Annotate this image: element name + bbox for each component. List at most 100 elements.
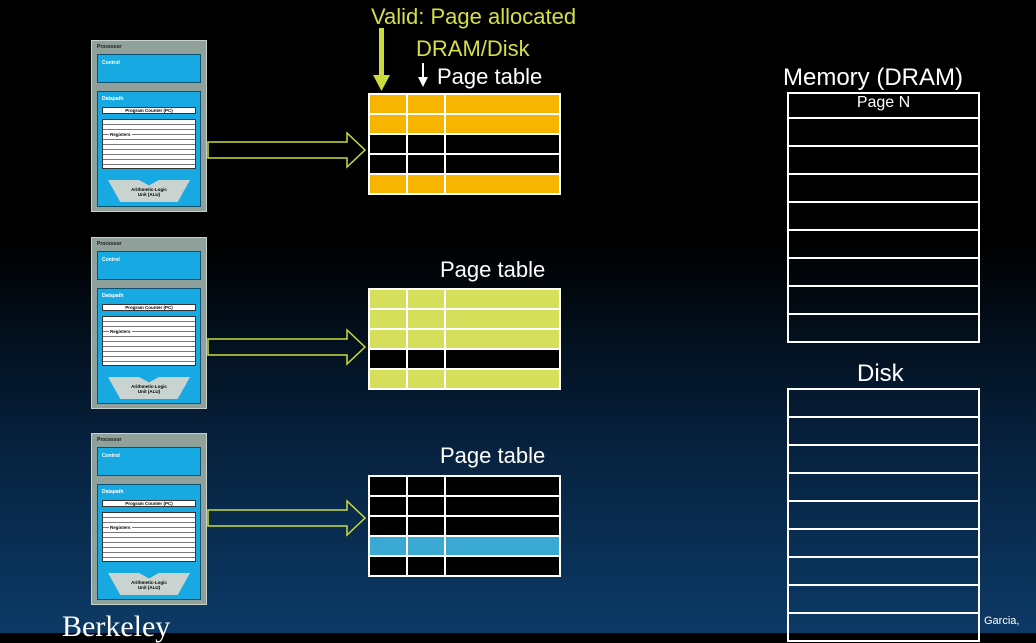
control-label: Control	[102, 60, 120, 66]
page-table-cell	[406, 555, 446, 577]
alu-shape	[108, 377, 190, 399]
page-table-entry	[368, 555, 561, 577]
page-table-cell	[406, 348, 446, 370]
memory-row: Page N	[787, 92, 980, 119]
processor-block: Processor Control Datapath Program Count…	[91, 237, 207, 409]
page-table-cell	[444, 515, 561, 537]
page-table-entry	[368, 93, 561, 115]
processor-title: Processor	[97, 44, 122, 50]
page-table-entry	[368, 368, 561, 390]
page-table-cell	[368, 535, 408, 557]
page-table-cell	[406, 133, 446, 155]
page-table-entry	[368, 133, 561, 155]
alu-shape	[108, 180, 190, 202]
page-table-cell	[444, 535, 561, 557]
processor-block: Processor Control Datapath Program Count…	[91, 40, 207, 212]
disk-table	[787, 388, 980, 642]
page-table-cell	[368, 495, 408, 517]
page-table-cell	[444, 173, 561, 195]
program-counter-box: Program Counter (PC)	[102, 500, 196, 507]
control-label: Control	[102, 453, 120, 459]
page-table-cell	[368, 113, 408, 135]
page-table-cell	[444, 308, 561, 330]
page-table-cell	[368, 308, 408, 330]
registers-label: Registers	[109, 132, 132, 137]
page-table-entry	[368, 288, 561, 310]
page-table-entry	[368, 515, 561, 537]
page-table-cell	[444, 368, 561, 390]
datapath-label: Datapath	[102, 489, 124, 495]
memory-row	[787, 313, 980, 343]
page-table-cell	[368, 93, 408, 115]
disk-row	[787, 444, 980, 474]
processor-to-table-arrow-icon	[207, 328, 367, 366]
page-table-cell	[444, 555, 561, 577]
page-table-cell	[368, 133, 408, 155]
processor-title: Processor	[97, 437, 122, 443]
disk-row	[787, 612, 980, 642]
disk-title: Disk	[857, 360, 904, 387]
page-table-cell	[368, 348, 408, 370]
page-table-entry	[368, 308, 561, 330]
page-table-entry	[368, 328, 561, 350]
garcia-footer-text: Garcia,	[984, 615, 1020, 627]
disk-row	[787, 528, 980, 558]
datapath-label: Datapath	[102, 96, 124, 102]
page-table-cell	[406, 515, 446, 537]
disk-row	[787, 556, 980, 586]
page-table-cell	[406, 288, 446, 310]
page-table-cell	[406, 93, 446, 115]
page-table-cell	[444, 93, 561, 115]
control-box: Control	[97, 251, 201, 280]
processor-block: Processor Control Datapath Program Count…	[91, 433, 207, 605]
disk-row	[787, 388, 980, 418]
processor-to-table-arrow-icon	[207, 499, 367, 537]
memory-page-n-cell: Page N	[787, 92, 980, 119]
page-table-entry	[368, 113, 561, 135]
page-table-cell	[368, 288, 408, 310]
page-table-label: Page table	[440, 257, 546, 282]
page-table-label: Page table	[440, 443, 546, 468]
memory-row	[787, 173, 980, 203]
dram-disk-label: DRAM/Disk	[416, 36, 530, 61]
control-label: Control	[102, 257, 120, 263]
page-table-cell	[444, 495, 561, 517]
page-table-entry	[368, 495, 561, 517]
page-table-label: Page table	[437, 64, 543, 89]
page-table-cell	[368, 555, 408, 577]
page-table-entry	[368, 348, 561, 370]
memory-dram-title: Memory (DRAM)	[783, 64, 963, 91]
page-table-cell	[406, 173, 446, 195]
datapath-box: Datapath Program Counter (PC) Registers …	[97, 484, 201, 600]
page-table-cell	[368, 153, 408, 175]
alu-shape	[108, 573, 190, 595]
page-table-cell	[444, 328, 561, 350]
page-table-cell	[406, 495, 446, 517]
annotation-arrows	[373, 28, 428, 91]
control-box: Control	[97, 54, 201, 83]
memory-row	[787, 285, 980, 315]
valid-arrow-icon	[373, 28, 390, 91]
page-table-cell	[368, 368, 408, 390]
memory-table: Page N	[787, 92, 980, 343]
memory-row	[787, 229, 980, 259]
page-table-cell	[406, 475, 446, 497]
valid-page-allocated-label: Valid: Page allocated	[371, 4, 577, 29]
control-box: Control	[97, 447, 201, 476]
page-table-cell	[406, 328, 446, 350]
registers-label: Registers	[109, 329, 132, 334]
processor-to-table-arrow-icon	[207, 131, 367, 169]
page-table-cell	[406, 535, 446, 557]
page-table-cell	[444, 475, 561, 497]
page-table-cell	[444, 153, 561, 175]
page-table-entry	[368, 475, 561, 497]
registers-box: Registers	[102, 119, 196, 169]
datapath-label: Datapath	[102, 293, 124, 299]
page-table-entry	[368, 535, 561, 557]
dram-disk-arrow-icon	[418, 63, 428, 87]
page-table-cell	[444, 133, 561, 155]
datapath-box: Datapath Program Counter (PC) Registers …	[97, 91, 201, 207]
page-table-cell	[444, 288, 561, 310]
